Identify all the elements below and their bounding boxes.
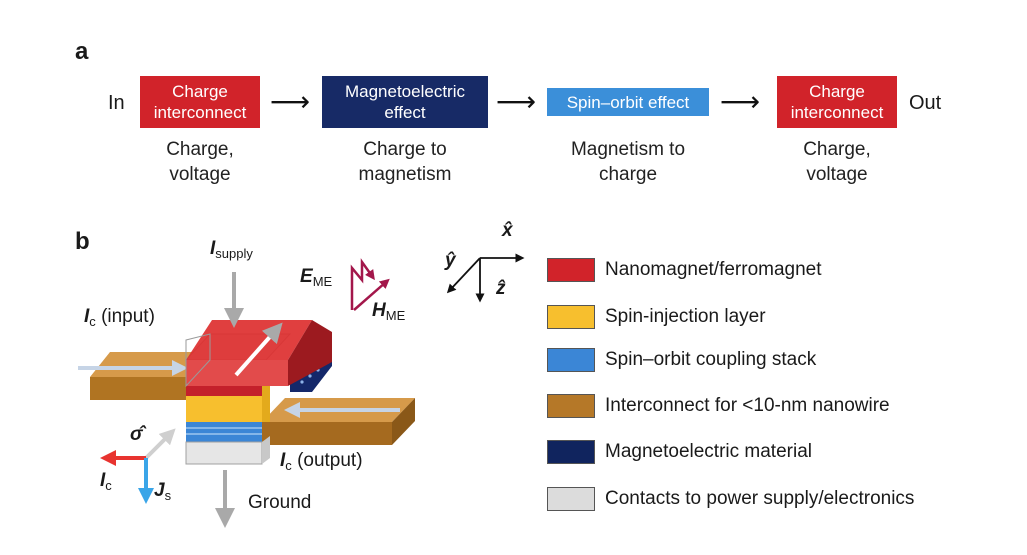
sigma-label: σ̂ (130, 424, 143, 445)
e-me-subscript: ME (312, 274, 333, 289)
h-me-arrow (353, 278, 390, 311)
flow-arrow-3: ⟶ (720, 86, 761, 117)
legend-item-spin-injection: Spin-injection layer (547, 303, 766, 331)
legend-label: Contacts to power supply/electronics (605, 488, 915, 509)
axis-x-label: x̂ (502, 220, 513, 241)
flow-step-label: Spin–orbit effect (566, 92, 690, 112)
e-me-arrow (350, 258, 375, 310)
coordinate-axes (446, 253, 525, 303)
i-supply-symbol: I (210, 238, 216, 259)
flow-output-label: Out (909, 92, 942, 114)
ic-input-text: (input) (101, 306, 155, 327)
flow-step-label: Charge interconnect (153, 82, 247, 122)
flow-step-label: Charge interconnect (790, 82, 884, 122)
legend-item-interconnect: Interconnect for <10-nm nanowire (547, 392, 890, 420)
output-interconnect-wire (262, 398, 415, 445)
sigma-vector (144, 428, 176, 460)
legend-item-magnetoelectric: Magnetoelectric material (547, 438, 812, 466)
i-supply-subscript: supply (215, 246, 253, 261)
legend-label: Spin-injection layer (605, 306, 766, 327)
flow-step-charge-interconnect-in: Charge interconnect (140, 76, 260, 128)
ic-small-subscript: c (105, 478, 112, 493)
flow-input-label: In (108, 92, 125, 114)
h-me-subscript: ME (385, 308, 406, 323)
flow-caption-2: Charge to magnetism (358, 139, 452, 185)
legend-label: Interconnect for <10-nm nanowire (605, 395, 890, 416)
flow-step-magnetoelectric: Magnetoelectric effect (322, 76, 488, 128)
ic-output-symbol: I (280, 450, 286, 471)
flow-step-label: Magnetoelectric effect (344, 82, 465, 122)
flow-caption-4: Charge, voltage (803, 139, 871, 185)
ic-input-subscript: c (89, 314, 96, 329)
ic-small-label: Ic (100, 470, 112, 493)
js-symbol: J (154, 480, 165, 501)
legend-swatch (547, 305, 595, 329)
legend-swatch (547, 348, 595, 372)
ground-label: Ground (248, 492, 312, 513)
ic-output-label: Ic (output) (280, 450, 363, 473)
e-me-symbol: E (300, 266, 313, 287)
js-subscript: s (164, 488, 172, 503)
ic-input-symbol: I (84, 306, 90, 327)
axis-z-label: ẑ (496, 278, 506, 299)
legend-item-nanomagnet: Nanomagnet/ferromagnet (547, 256, 822, 284)
legend-label: Nanomagnet/ferromagnet (605, 259, 822, 280)
flow-caption-1: Charge, voltage (166, 139, 234, 185)
legend-swatch (547, 394, 595, 418)
ic-output-text: (output) (297, 450, 363, 471)
ic-small-symbol: I (100, 470, 106, 491)
js-label: Js (154, 480, 171, 503)
legend-label: Spin–orbit coupling stack (605, 349, 817, 370)
axis-y-label: ŷ (445, 250, 456, 271)
flow-arrow-2: ⟶ (496, 86, 537, 117)
legend-swatch (547, 440, 595, 464)
flow-caption-3: Magnetism to charge (570, 139, 686, 185)
ic-input-label: Ic (input) (84, 306, 155, 329)
h-me-label: HME (372, 300, 405, 323)
panel-b-letter: b (75, 228, 90, 255)
i-supply-label: Isupply (210, 238, 253, 261)
flow-step-spin-orbit: Spin–orbit effect (547, 88, 709, 116)
legend-label: Magnetoelectric material (605, 441, 812, 462)
flow-step-charge-interconnect-out: Charge interconnect (777, 76, 897, 128)
panel-a-letter: a (75, 38, 89, 65)
h-me-symbol: H (372, 300, 386, 321)
legend-item-spin-orbit: Spin–orbit coupling stack (547, 346, 816, 374)
e-me-label: EME (300, 266, 332, 289)
legend-item-contacts: Contacts to power supply/electronics (547, 485, 914, 513)
device-stack (184, 320, 332, 465)
flow-arrow-1: ⟶ (270, 86, 311, 117)
legend-swatch (547, 258, 595, 282)
legend-swatch (547, 487, 595, 511)
ic-output-subscript: c (285, 458, 292, 473)
